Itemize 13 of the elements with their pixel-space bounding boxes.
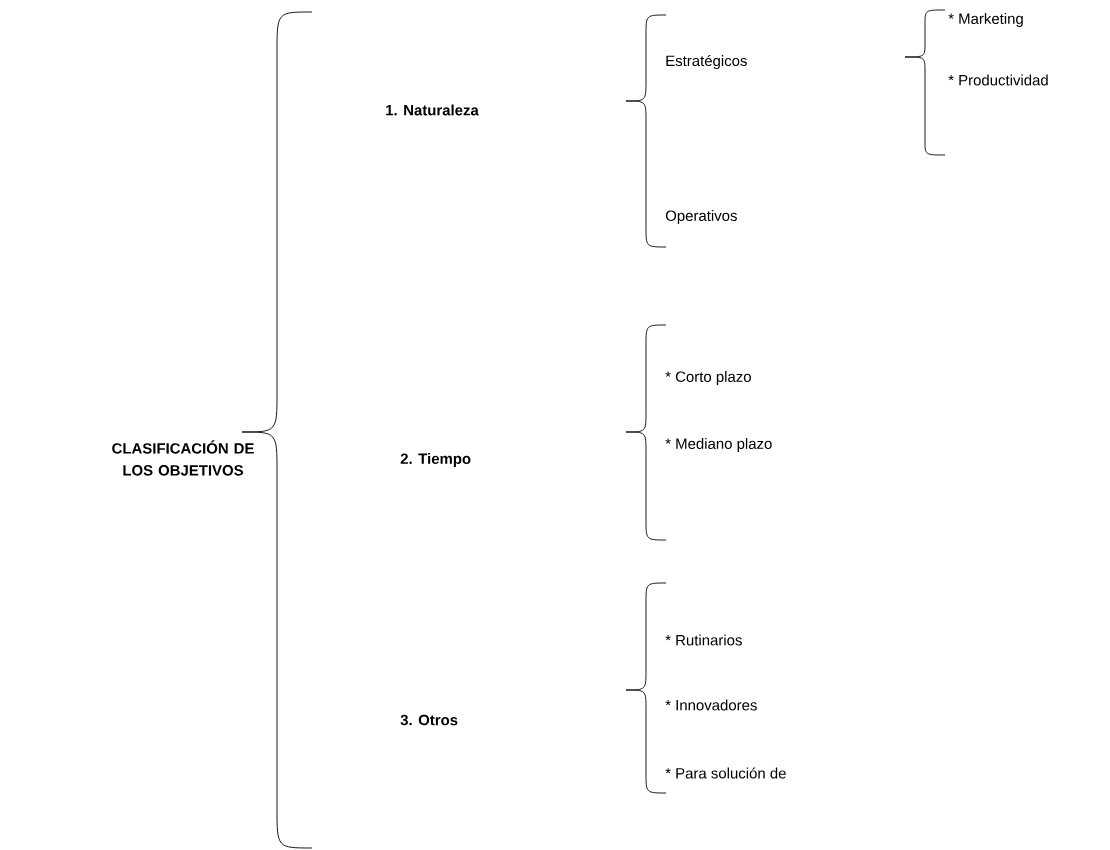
item-text: * Rutinarios: [665, 634, 742, 646]
heading-text: CLASIFICACIÓN DE LOS OBJETIVOS: [112, 440, 254, 476]
item-text: * Marketing: [948, 13, 1023, 27]
item-text: * Productividad: [948, 74, 1048, 86]
item-text: * Corto plazo: [665, 371, 751, 385]
item-text: * Mediano plazo: [665, 438, 772, 452]
item-text: * Innovadores: [665, 699, 757, 711]
item-text: * Para solución de: [665, 767, 786, 779]
heading-text: 1. Naturaleza: [386, 104, 479, 116]
heading-text: 2. Tiempo: [400, 453, 471, 467]
item-text: Estratégicos: [666, 54, 747, 70]
item-text: Operativos: [665, 210, 737, 224]
heading-text: 3. Otros: [400, 714, 458, 726]
